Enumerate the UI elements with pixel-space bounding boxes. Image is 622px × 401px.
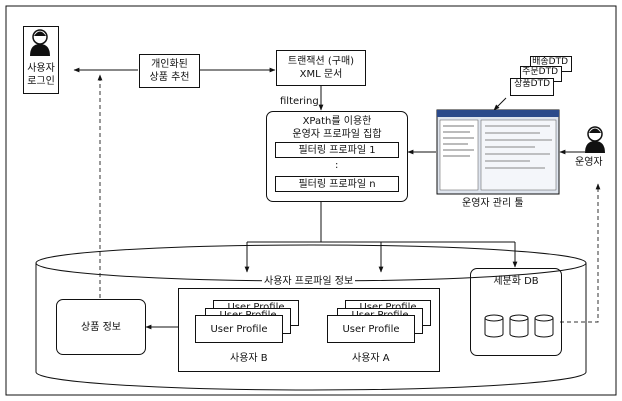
user-login-frame bbox=[23, 26, 59, 94]
filter-profile-1: 필터링 프로파일 1 bbox=[275, 142, 399, 158]
profile-set-title: XPath를 이용한 운영자 프로파일 집합 bbox=[292, 115, 381, 141]
transaction-doc-box: 트랜잭션 (구매) XML 문서 bbox=[276, 50, 366, 86]
admin-tool-label: 운영자 관리 툴 bbox=[462, 198, 524, 210]
user-a-card: User Profile bbox=[327, 315, 415, 343]
personal-recommend-box: 개인화된 상품 추천 bbox=[139, 54, 200, 88]
user-b-card: User Profile bbox=[195, 315, 283, 343]
filter-profile-n: 필터링 프로파일 n bbox=[275, 176, 399, 192]
dtd-doc-product: 상품DTD bbox=[510, 78, 554, 96]
operator-icon bbox=[585, 127, 605, 153]
user-b-label: 사용자 B bbox=[230, 353, 268, 365]
user-a-label: 사용자 A bbox=[352, 353, 390, 365]
segment-db-box: 세분화 DB bbox=[470, 268, 562, 356]
ellipsis-label: : bbox=[335, 160, 338, 172]
admin-window-graphic bbox=[437, 110, 559, 194]
arrow-dtd-to-admin bbox=[494, 98, 506, 110]
operator-label: 운영자 bbox=[575, 157, 603, 169]
product-info-box: 상품 정보 bbox=[56, 299, 146, 355]
user-profile-info-label: 사용자 프로파일 정보 bbox=[262, 276, 355, 288]
filtering-label: filtering bbox=[280, 96, 319, 108]
segment-db-label: 세분화 DB bbox=[493, 275, 538, 288]
